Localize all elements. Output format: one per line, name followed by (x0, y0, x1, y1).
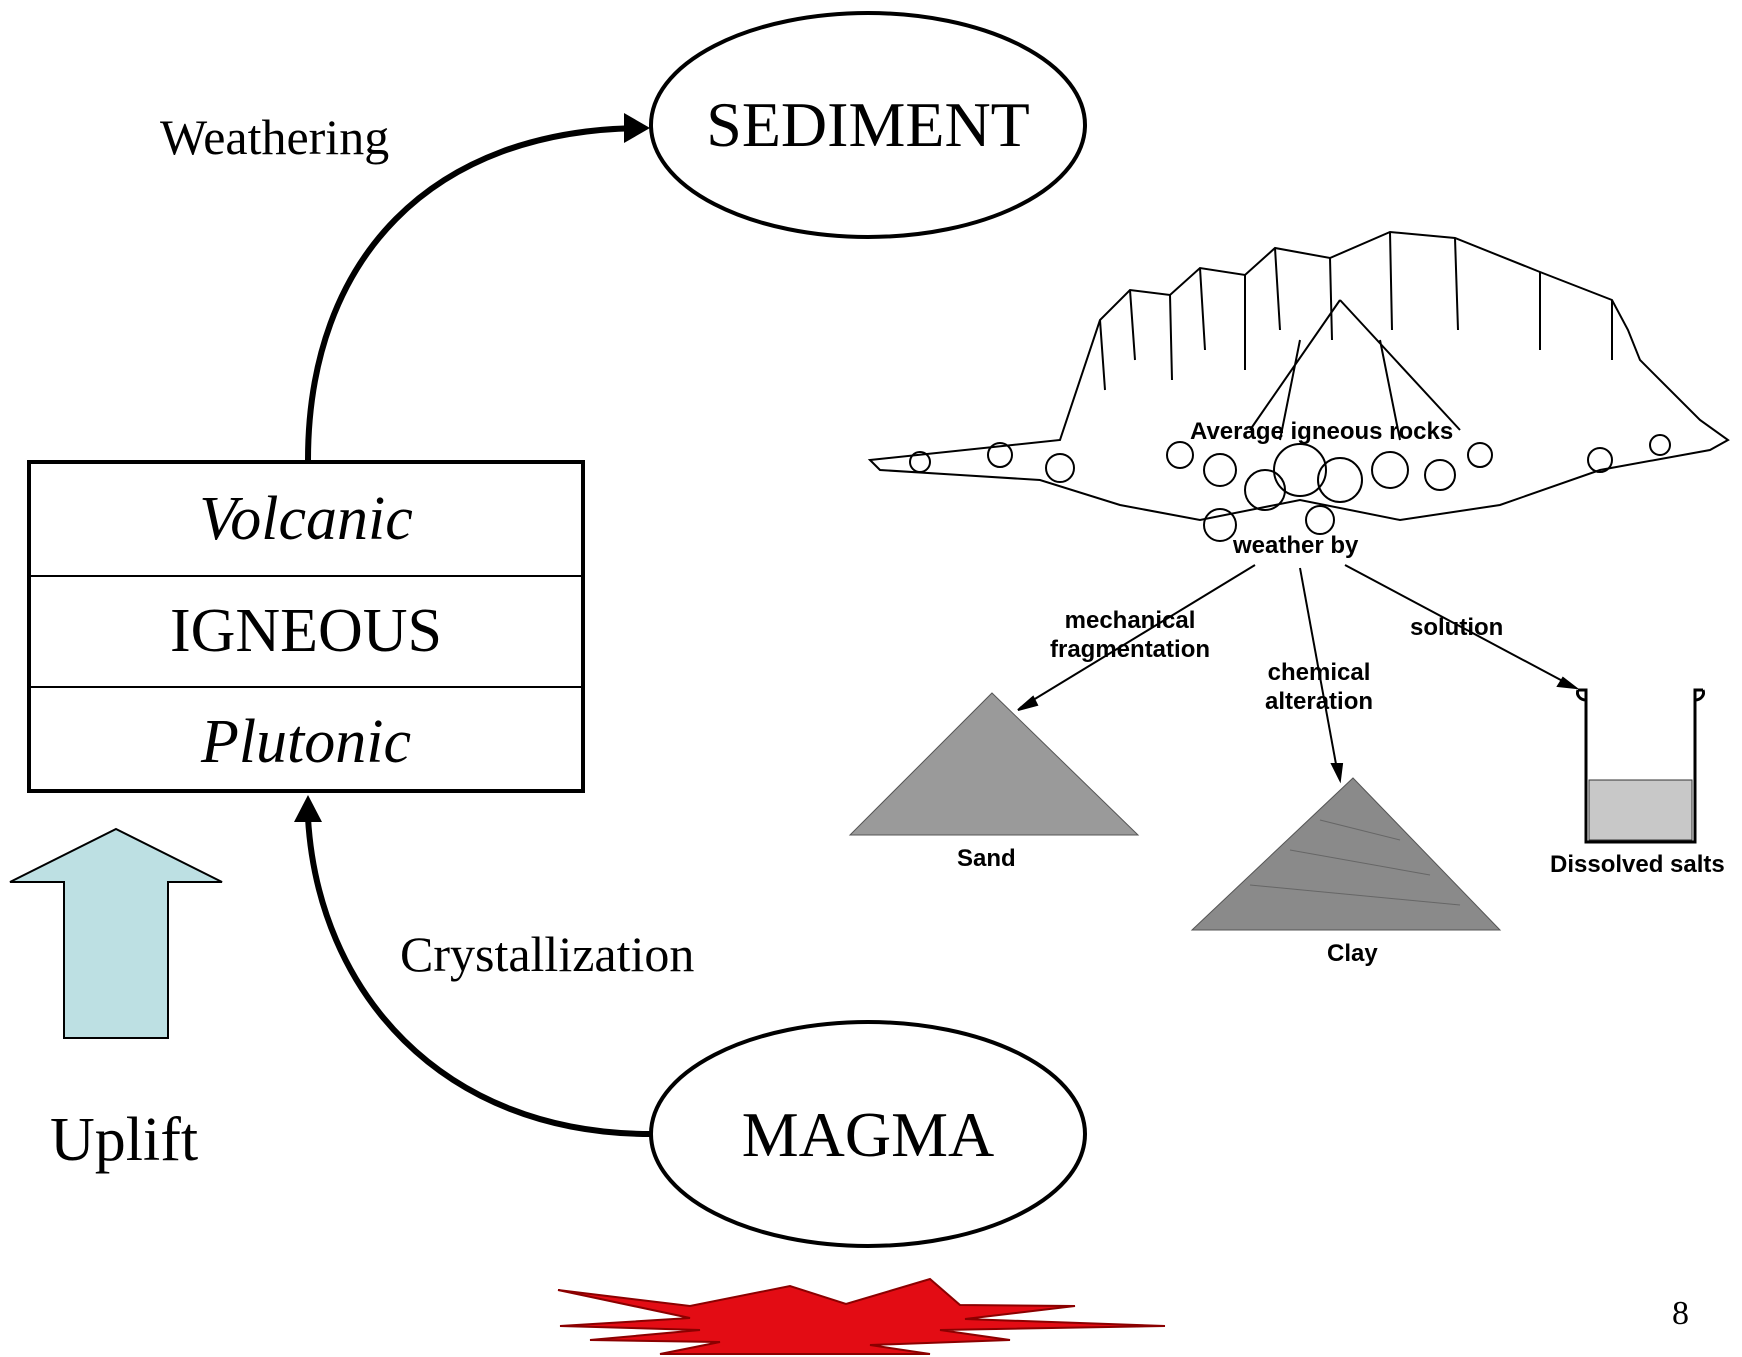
weathering-label: Weathering (160, 109, 390, 165)
weathering-arrowhead (624, 113, 650, 143)
crystallization-arrowhead (294, 795, 322, 822)
branch-solution-label: solution (1410, 614, 1504, 641)
branch-mechanical-line-1: mechanical (1064, 607, 1196, 634)
beaker-illustration (1576, 688, 1705, 844)
mesa-illustration (867, 230, 1730, 542)
illustration-source-label: Average igneous rocks (1190, 418, 1454, 445)
product-dissolved-salts-label: Dissolved salts (1550, 851, 1725, 878)
product-sand-label: Sand (957, 845, 1016, 872)
weathering-arrow (305, 125, 646, 461)
illustration-process-label: weather by (1233, 532, 1359, 559)
uplift-arrow (9, 827, 223, 1039)
igneous-box: Volcanic IGNEOUS Plutonic (27, 460, 585, 793)
uplift-label: Uplift (50, 1106, 199, 1174)
product-clay-label: Clay (1327, 940, 1378, 967)
igneous-label: IGNEOUS (31, 575, 581, 686)
magma-label: MAGMA (741, 1099, 995, 1170)
branch-chemical-line-1: chemical (1267, 659, 1371, 686)
sediment-label: SEDIMENT (706, 89, 1030, 160)
clay-pile (1190, 777, 1502, 931)
plutonic-label: Plutonic (31, 686, 581, 797)
heat-burst-shape (557, 1277, 1166, 1355)
crystallization-label: Crystallization (400, 926, 695, 982)
volcanic-label: Volcanic (199, 485, 413, 553)
clay-striations (1249, 819, 1461, 906)
branch-mechanical-line-2: fragmentation (1050, 636, 1211, 663)
dissolved-salts-fill (1588, 779, 1693, 841)
sand-pile (848, 692, 1140, 836)
branch-arrows (1017, 564, 1580, 784)
branch-mechanical-label: mechanical fragmentation (1050, 606, 1210, 664)
page-number: 8 (1672, 1295, 1689, 1332)
magma-node (649, 1020, 1087, 1248)
sediment-node (649, 11, 1087, 239)
crystallization-arrow (305, 817, 652, 1137)
branch-chemical-label: chemical alteration (1265, 658, 1373, 716)
branch-chemical-line-2: alteration (1265, 688, 1374, 715)
